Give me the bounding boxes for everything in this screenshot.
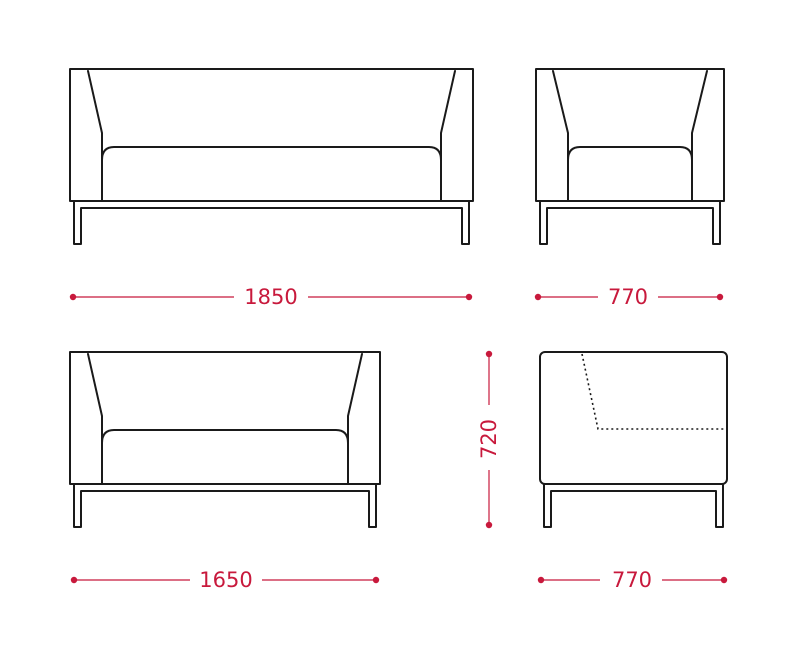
dimension-label-770-side: 770: [612, 568, 652, 592]
dimension-sofa-2-width: 1650: [70, 568, 380, 592]
dimension-label-1850: 1850: [244, 285, 297, 309]
dimension-height: 720: [477, 350, 501, 529]
dimension-armchair-front-width: 770: [534, 285, 724, 309]
sofa-2-seat-front-view: [69, 351, 381, 528]
dimension-sofa-3-width: 1850: [69, 285, 473, 309]
dimension-armchair-side-depth: 770: [537, 568, 728, 592]
dimension-label-770-front: 770: [608, 285, 648, 309]
armchair-side-view: [539, 351, 728, 528]
armchair-front-view: [535, 68, 725, 245]
sofa-3-seat-front-view: [69, 68, 474, 245]
dimension-label-1650: 1650: [199, 568, 252, 592]
dimension-label-720: 720: [477, 419, 501, 459]
